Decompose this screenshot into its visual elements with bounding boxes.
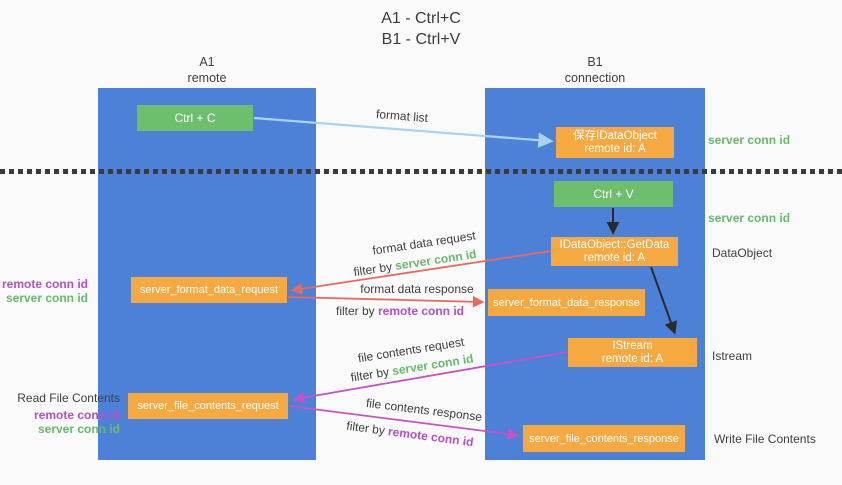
getdata-line1: IDataObject::GetData — [559, 238, 670, 251]
istream-box: IStream remote id: A — [568, 338, 697, 367]
ctrl-v-label: Ctrl + V — [593, 187, 634, 201]
dataobject-label: DataObject — [712, 246, 773, 260]
read-file-contents-label: Read File Contents — [17, 391, 120, 405]
server-conn-id-top-label: server conn id — [708, 133, 791, 147]
title-line-1: A1 - Ctrl+C — [381, 10, 461, 27]
file-contents-response-label: file contents response — [365, 395, 483, 425]
format-data-response-label: format data response — [360, 282, 474, 296]
file-request-label: server_file_contents_request — [137, 400, 279, 412]
format-conn-id-group: remote conn id server conn id — [0, 277, 88, 305]
getdata-box: IDataObject::GetData remote id: A — [551, 237, 678, 266]
format-remote-conn-id-label: remote conn id — [1, 277, 88, 291]
file-conn-id-group: remote conn id server conn id — [0, 408, 120, 436]
format-request-box: server_format_data_request — [131, 277, 287, 303]
save-idataobject-box: 保存IDataObject remote id: A — [556, 127, 674, 158]
server-conn-id-mid-label: server conn id — [708, 211, 791, 225]
format-server-conn-id-label: server conn id — [5, 291, 88, 305]
file-response-label: server_file_contents_response — [529, 432, 679, 445]
left-column-name: A1 — [199, 55, 215, 69]
filter-by-prefix: filter by — [352, 259, 397, 280]
filter-by-prefix: filter by — [349, 364, 394, 385]
istream-line2: remote id: A — [601, 352, 664, 365]
format-response-label: server_format_data_response — [493, 296, 640, 309]
title-line-2: B1 - Ctrl+V — [381, 31, 461, 48]
write-file-contents-label: Write File Contents — [714, 432, 816, 446]
filter-by-prefix: filter by — [345, 418, 390, 439]
format-response-filter-label: filter by remote conn id — [336, 304, 464, 318]
save-idataobject-line1: 保存IDataObject — [573, 129, 657, 142]
filter-keyword-remote: remote conn id — [387, 424, 475, 450]
filter-keyword-remote: remote conn id — [378, 304, 465, 318]
ctrl-c-label: Ctrl + C — [174, 111, 216, 125]
file-response-box: server_file_contents_response — [523, 425, 685, 452]
diagram-title: A1 - Ctrl+C B1 - Ctrl+V — [0, 8, 842, 50]
left-column-header: A1 remote — [98, 54, 316, 86]
getdata-line2: remote id: A — [583, 251, 646, 264]
format-response-arrow — [287, 295, 485, 308]
save-idataobject-line2: remote id: A — [584, 142, 646, 155]
istream-line1: IStream — [612, 339, 653, 352]
right-column-subtitle: connection — [564, 71, 626, 85]
format-response-box: server_format_data_response — [488, 289, 645, 316]
filter-by-prefix: filter by — [335, 304, 378, 318]
istream-side-label: Istream — [712, 349, 753, 363]
ctrl-c-box: Ctrl + C — [137, 105, 253, 131]
file-server-conn-id-label: server conn id — [37, 422, 120, 436]
file-request-box: server_file_contents_request — [128, 393, 288, 419]
file-remote-conn-id-label: remote conn id — [33, 408, 120, 422]
right-column-header: B1 connection — [485, 54, 705, 86]
file-response-filter-label: filter by remote conn id — [346, 419, 475, 450]
left-column-subtitle: remote — [187, 71, 227, 85]
format-request-filter-label: filter by server conn id — [353, 247, 478, 279]
right-column-name: B1 — [587, 55, 603, 69]
dashed-divider — [0, 169, 842, 174]
format-request-label: server_format_data_request — [139, 284, 279, 296]
ctrl-v-box: Ctrl + V — [554, 181, 673, 207]
format-list-label: format list — [375, 106, 429, 126]
